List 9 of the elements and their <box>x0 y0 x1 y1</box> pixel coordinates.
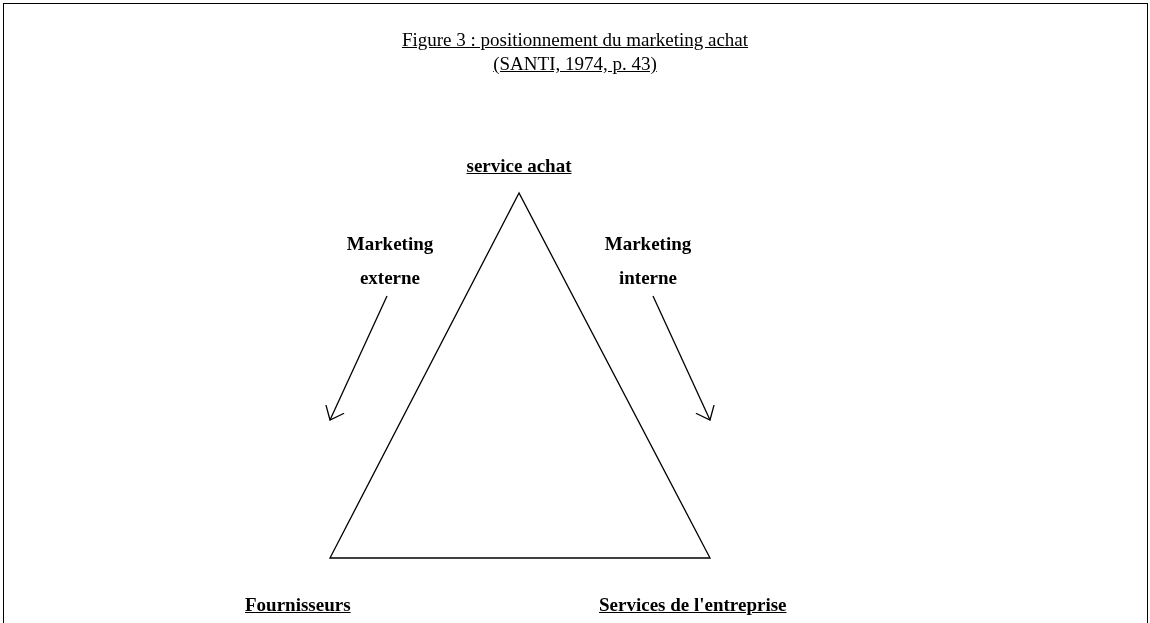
figure-source: (SANTI, 1974, p. 43) <box>493 52 657 76</box>
vertex-label: Fournisseurs <box>245 594 351 616</box>
vertex-label: Services de l'entreprise <box>599 594 787 616</box>
arrow <box>325 295 388 421</box>
arrow <box>652 295 715 421</box>
vertex-label: service achat <box>466 155 572 177</box>
arrow-label: Marketing externe <box>345 232 435 290</box>
arrow-label: Marketing interne <box>603 232 693 290</box>
figure-title: Figure 3 : positionnement du marketing achat <box>401 28 749 52</box>
